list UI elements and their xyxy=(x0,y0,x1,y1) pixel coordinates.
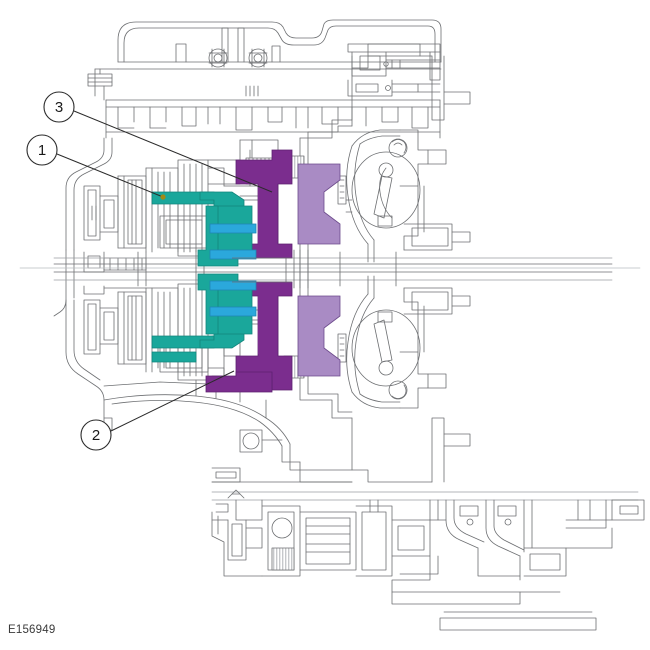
callout-marker-3[interactable]: 3 xyxy=(43,91,75,123)
callout-markers: 3 1 2 xyxy=(26,91,112,451)
lower-teal-carrier xyxy=(197,273,239,335)
mid-lower-housing xyxy=(211,399,353,483)
upper-right-actuator xyxy=(347,43,441,97)
upper-purple-drum-web xyxy=(258,186,272,244)
left-case-outline xyxy=(53,137,113,431)
leader-line-3 xyxy=(73,110,273,193)
final-drive-section xyxy=(211,489,645,631)
upper-housing-group xyxy=(87,19,442,139)
callout-number-2: 2 xyxy=(92,427,100,444)
center-shaft-axis xyxy=(19,249,641,289)
lower-purple-piston xyxy=(297,295,341,377)
leader-endpoint-dot-1 xyxy=(160,194,166,200)
callout-leaders xyxy=(56,110,273,432)
callout-marker-2[interactable]: 2 xyxy=(80,419,112,451)
lower-geartrain-left xyxy=(83,283,225,381)
leader-line-1 xyxy=(56,153,164,198)
callout-number-3: 3 xyxy=(55,99,63,116)
top-gear-pair xyxy=(208,48,268,68)
upper-cyan-band-b xyxy=(209,249,257,260)
lower-case-skirt xyxy=(103,379,291,447)
lower-purple-drum-web xyxy=(258,296,272,354)
highlight-overlay xyxy=(151,149,341,393)
diagram-linework xyxy=(19,19,645,631)
upper-cyan-band-a xyxy=(209,223,257,234)
upper-geartrain-left xyxy=(83,159,225,273)
figure-id-label: E156949 xyxy=(8,624,56,636)
callout-marker-1[interactable]: 1 xyxy=(26,134,58,166)
lower-purple-skirt xyxy=(205,371,273,393)
lower-teal-tail xyxy=(151,351,197,363)
lower-cyan-band-b xyxy=(209,280,257,291)
leader-line-2 xyxy=(110,370,235,432)
upper-teal-carrier xyxy=(197,205,239,267)
lower-cyan-band-a xyxy=(209,306,257,317)
upper-purple-piston xyxy=(297,163,341,245)
callout-number-1: 1 xyxy=(38,142,46,159)
torque-converter-housing xyxy=(299,43,471,483)
foreground-detail xyxy=(232,250,309,288)
